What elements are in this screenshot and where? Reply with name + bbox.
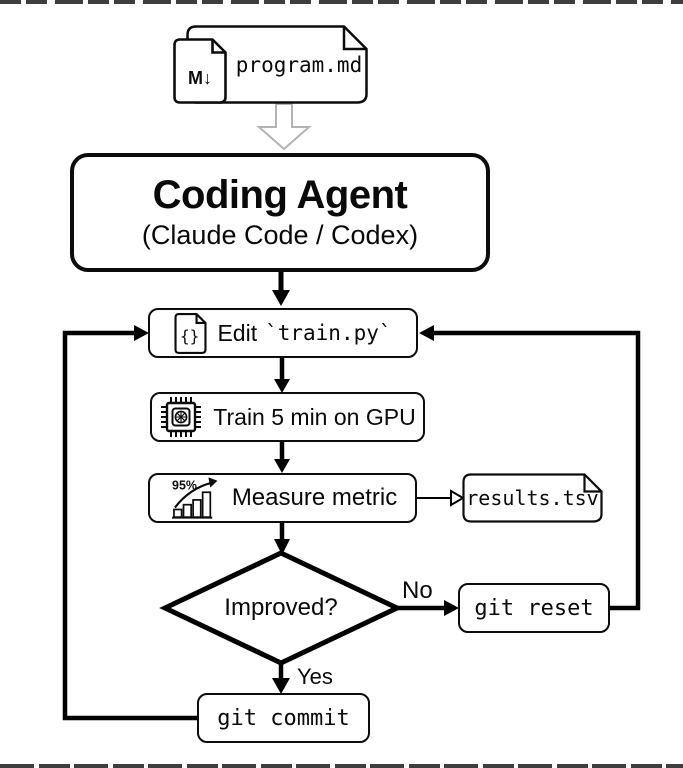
metric-chart-icon: 95% — [172, 477, 218, 519]
arrowhead-agent-to-edit — [272, 290, 290, 306]
node-coding-agent: Coding Agent (Claude Code / Codex) — [70, 153, 490, 272]
arrowhead-reset-loop — [419, 325, 434, 341]
arrowhead-commit-loop — [134, 325, 149, 341]
document-fold — [342, 26, 367, 51]
arrowhead-yes-to-git-commit — [272, 678, 290, 694]
braces-icon-glyph: {} — [180, 326, 199, 345]
open-arrowhead-results — [450, 489, 465, 507]
document-shape — [462, 473, 603, 523]
node-program-md: program.md — [186, 25, 368, 104]
arrowhead-train-to-measure — [274, 459, 290, 473]
braces-file-fold — [195, 313, 206, 324]
cropped-text-bottom — [0, 764, 683, 768]
trend-curve — [173, 481, 213, 509]
edit-step-action: Edit — [217, 319, 258, 346]
bar-4 — [201, 491, 211, 518]
chip-pins — [161, 397, 202, 437]
trend-arrowhead — [208, 477, 218, 488]
markdown-icon-glyph: M↓ — [188, 68, 212, 88]
bar-2 — [182, 503, 192, 518]
loop-git-commit-to-edit — [62, 330, 198, 721]
arrowhead-no-to-git-reset — [444, 600, 459, 616]
coding-agent-title: Coding Agent — [152, 173, 408, 217]
chip-icon — [161, 397, 202, 437]
program-md-label: program.md — [235, 52, 363, 77]
markdown-file-outline — [173, 38, 227, 104]
node-measure-metric: 95% Measure metric — [148, 473, 417, 523]
results-tsv-label: results.tsv — [466, 486, 599, 510]
edge-label-yes: Yes — [297, 664, 333, 689]
edge-label-no: No — [402, 577, 433, 604]
soft-down-arrow — [256, 103, 312, 151]
train-step-label: Train 5 min on GPU — [213, 403, 416, 430]
braces-file-icon: {} — [174, 312, 207, 354]
markdown-file-fold — [211, 39, 226, 54]
chip-globe-lines — [175, 411, 187, 423]
metric-icon-percent: 95% — [172, 478, 197, 492]
markdown-file-icon: M↓ — [173, 38, 227, 104]
node-git-reset: git reset — [458, 583, 610, 633]
document-outline — [462, 473, 603, 523]
git-commit-label: git commit — [217, 705, 350, 731]
decision-label: Improved? — [224, 594, 338, 621]
edit-step-code: `train.py` — [265, 321, 392, 345]
arrowhead-edit-to-train — [274, 379, 290, 393]
coding-agent-subtitle: (Claude Code / Codex) — [141, 220, 419, 250]
node-results-tsv: results.tsv — [462, 473, 603, 523]
measure-step-label: Measure metric — [231, 484, 398, 511]
bar-3 — [192, 499, 202, 518]
node-train-gpu: Train 5 min on GPU — [150, 392, 425, 442]
node-edit-train-py: {} Edit `train.py` — [148, 308, 418, 358]
loop-git-reset-to-edit — [433, 330, 641, 611]
arrowhead-measure-to-decision — [274, 539, 290, 555]
document-fold — [583, 474, 602, 493]
chip-globe — [174, 410, 188, 424]
git-reset-label: git reset — [474, 595, 594, 621]
bar-1 — [172, 508, 183, 518]
node-git-commit: git commit — [197, 693, 370, 743]
cropped-text-top — [0, 0, 683, 4]
